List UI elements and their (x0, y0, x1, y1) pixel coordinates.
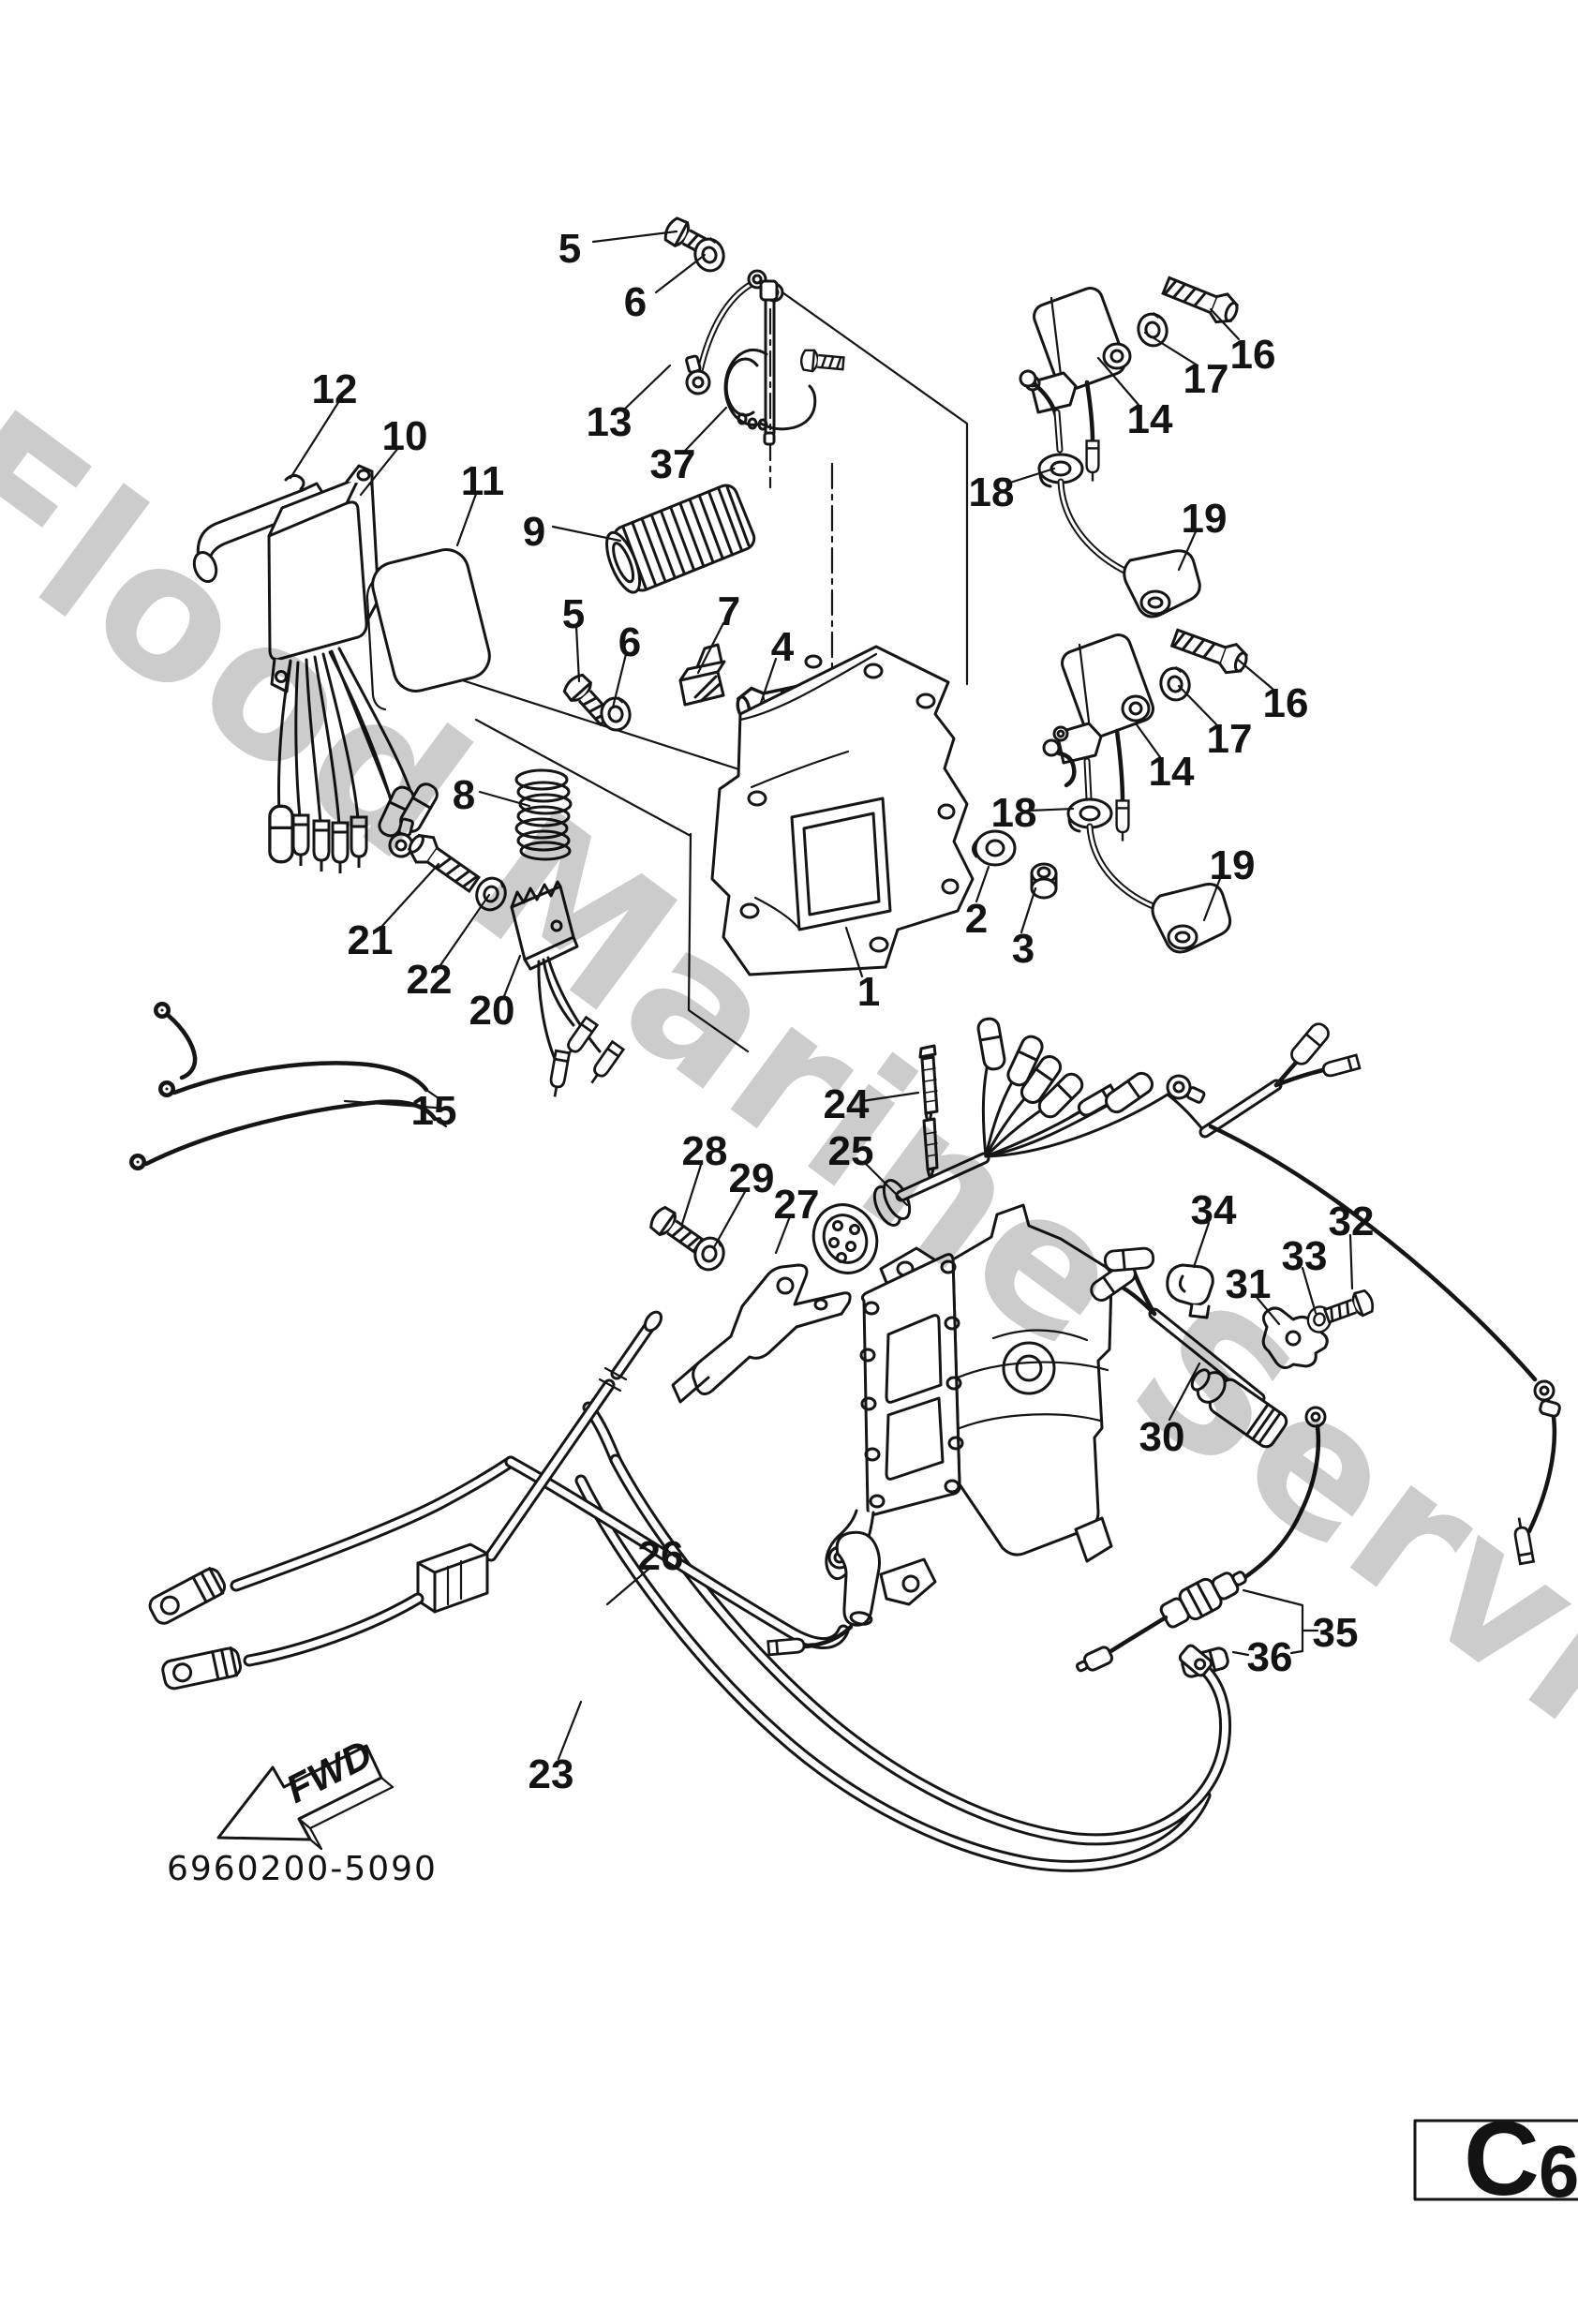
callout-5a: 5 (558, 226, 581, 272)
lead-wires-15 (129, 1002, 448, 1170)
bolt-21 (402, 827, 484, 899)
callout-30: 30 (1139, 1414, 1185, 1460)
callout-29: 29 (729, 1155, 775, 1201)
callout-27: 27 (774, 1182, 820, 1228)
clamp-34 (1166, 1263, 1214, 1319)
callout-3: 3 (1012, 926, 1035, 972)
callout-18b: 18 (991, 790, 1037, 836)
page-code-box: C 6 (1413, 2100, 1578, 2217)
washer-17-lower (1155, 663, 1195, 705)
battery-cables (148, 1310, 1232, 1872)
callout-6b: 6 (618, 619, 641, 665)
callout-16b: 16 (1263, 680, 1309, 726)
bolt-16-upper (1159, 270, 1243, 330)
callout-4: 4 (771, 624, 795, 670)
callout-13: 13 (587, 399, 633, 445)
cylinder-block (825, 1203, 1113, 1606)
callout-34: 34 (1191, 1187, 1237, 1233)
callout-2: 2 (965, 896, 988, 942)
callout-33: 33 (1282, 1233, 1328, 1279)
callout-19a: 19 (1182, 496, 1228, 542)
callout-6a: 6 (624, 279, 647, 325)
rectifier-20 (510, 880, 625, 1099)
leader-lines (289, 230, 1354, 1761)
callout-numbers: 5 6 13 37 16 17 14 18 19 12 10 11 9 5 6 … (312, 226, 1375, 1797)
callout-16a: 16 (1230, 332, 1276, 378)
callout-19b: 19 (1210, 842, 1256, 888)
callout-14b: 14 (1149, 749, 1195, 795)
callout-35: 35 (1313, 1610, 1359, 1656)
bolt-32 (1321, 1287, 1377, 1329)
callout-5b: 5 (562, 591, 585, 637)
callout-15: 15 (411, 1088, 457, 1134)
callout-17a: 17 (1184, 356, 1229, 402)
wire-bracket-27 (671, 1263, 852, 1404)
callout-24: 24 (824, 1081, 870, 1127)
cdi-unit-10 (267, 464, 442, 875)
callout-22: 22 (407, 957, 453, 1003)
wire-harness-25 (811, 1016, 1561, 1566)
drawing-number: 6960200-5090 (167, 1850, 438, 1888)
page-code-main: C (1464, 2100, 1540, 2217)
callout-8: 8 (453, 772, 475, 818)
callout-10: 10 (382, 413, 428, 459)
callout-37: 37 (650, 441, 696, 487)
callout-21: 21 (348, 917, 394, 963)
switch-assembly-30 (1086, 1245, 1327, 1587)
callout-32: 32 (1329, 1199, 1375, 1244)
callout-26: 26 (638, 1533, 684, 1579)
bracket-12 (192, 473, 325, 583)
stud-bolt-top (759, 279, 779, 446)
grommet-2 (972, 829, 1017, 867)
fwd-arrow: FWD (216, 1732, 394, 1851)
cover-11 (365, 548, 491, 711)
callout-14a: 14 (1127, 396, 1173, 442)
callout-25: 25 (828, 1128, 874, 1174)
mounting-plate-1 (710, 645, 975, 976)
callout-18a: 18 (969, 469, 1015, 515)
callout-11: 11 (461, 458, 505, 504)
clamp-7 (678, 643, 726, 707)
cable-tie-24 (918, 1044, 939, 1183)
callout-12: 12 (312, 366, 358, 412)
corrugated-tube-9 (605, 484, 756, 594)
callout-31: 31 (1226, 1261, 1272, 1307)
ignition-coil-14-upper (1019, 287, 1201, 618)
spring-8 (514, 768, 573, 861)
callout-28: 28 (682, 1128, 728, 1174)
callout-17b: 17 (1207, 716, 1253, 762)
washer-17-upper (1133, 309, 1172, 350)
callout-36: 36 (1247, 1634, 1293, 1680)
callout-9: 9 (523, 509, 545, 555)
ignition-coil-14-lower (1042, 633, 1232, 954)
callout-1: 1 (857, 969, 880, 1015)
callout-23: 23 (528, 1751, 574, 1797)
callout-20: 20 (469, 988, 515, 1034)
clamp-band-37 (723, 348, 846, 431)
page-code-sub: 6 (1539, 2130, 1578, 2212)
callout-7: 7 (718, 588, 740, 634)
projection-lines (394, 279, 969, 1053)
fuse-holder-35 (1076, 1571, 1247, 1673)
collar-3 (1030, 862, 1058, 900)
